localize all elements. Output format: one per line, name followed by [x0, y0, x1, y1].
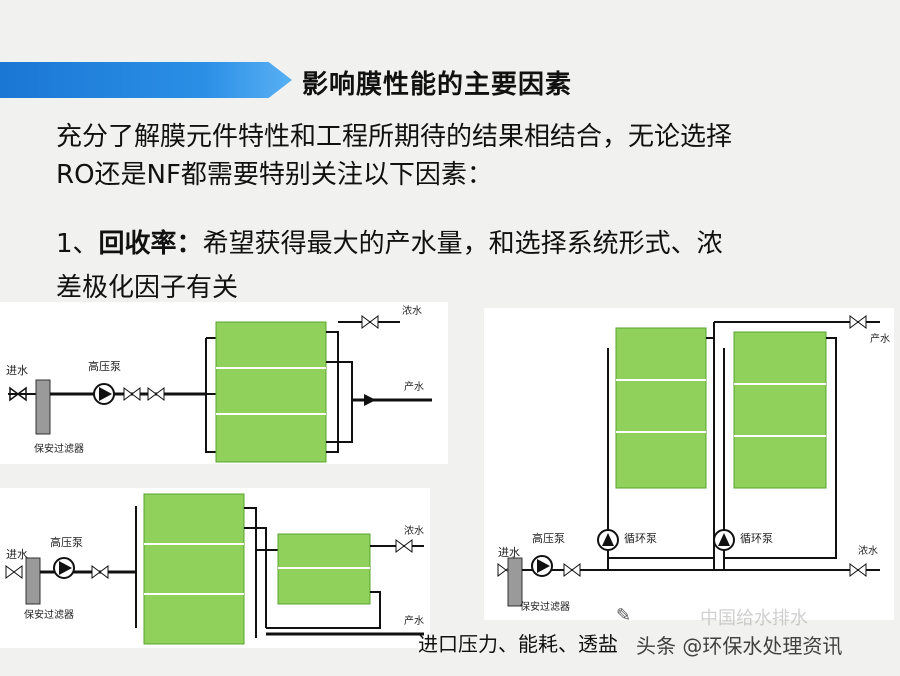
d1-membrane-vessels	[215, 321, 327, 463]
diagram-two-stage: 进水 保安过滤器 高压泵 浓水 产水	[0, 488, 430, 648]
title-banner	[0, 62, 292, 98]
d3-filter-label: 保安过滤器	[520, 600, 570, 613]
intro-paragraph: 充分了解膜元件特性和工程所期待的结果相结合，无论选择 RO还是NF都需要特别关注…	[56, 118, 856, 194]
footer-text: 进口压力、能耗、透盐	[418, 632, 618, 656]
slide-title: 影响膜性能的主要因素	[302, 70, 573, 100]
d3-product-label: 产水	[870, 332, 890, 345]
d3-stage1-vessels	[615, 327, 707, 489]
point-number: 1、	[56, 229, 99, 259]
d3-recirc-pump1-label: 循环泵	[624, 532, 657, 545]
d2-filter-label: 保安过滤器	[24, 608, 74, 621]
d3-stage2-vessels	[733, 331, 827, 489]
d2-feed-label: 进水	[6, 548, 28, 561]
d1-pump-label: 高压泵	[88, 359, 121, 373]
intro-line-2: RO还是NF都需要特别关注以下因素：	[56, 160, 493, 190]
d3-concentrate-label: 浓水	[858, 545, 878, 557]
d1-feed-label: 进水	[6, 364, 28, 377]
d2-stage1-vessels	[143, 493, 245, 645]
point-heading: 回收率：	[98, 229, 203, 259]
watermark-brand: 中国给水排水	[700, 608, 808, 629]
d3-feed-label: 进水	[498, 546, 520, 559]
d1-product-label: 产水	[404, 380, 424, 393]
d2-pump-label: 高压泵	[50, 535, 83, 549]
d2-concentrate-label: 浓水	[404, 525, 424, 537]
diagram-single-stage: 进水 保安过滤器 高压泵 浓水 产水	[0, 302, 448, 464]
watermark-icon: ✎	[616, 605, 632, 626]
point-text: 希望获得最大的产水量，和选择系统形式、浓	[202, 229, 723, 259]
watermark-text: 头条 @环保水处理资讯	[636, 634, 843, 658]
intro-line-1: 充分了解膜元件特性和工程所期待的结果相结合，无论选择	[56, 122, 733, 152]
d3-pump-label: 高压泵	[532, 531, 565, 545]
d3-recirc-pump2-label: 循环泵	[740, 532, 773, 545]
d1-filter-label: 保安过滤器	[34, 442, 84, 455]
d1-concentrate-label: 浓水	[402, 305, 422, 317]
diagram-recirculation: 进水 保安过滤器 高压泵 循环泵 循环泵 浓水 产水	[484, 308, 894, 620]
d2-product-label: 产水	[404, 614, 424, 627]
point-recovery: 1、回收率：希望获得最大的产水量，和选择系统形式、浓 差极化因子有关	[56, 222, 856, 310]
point-text-line2: 差极化因子有关	[56, 273, 239, 303]
